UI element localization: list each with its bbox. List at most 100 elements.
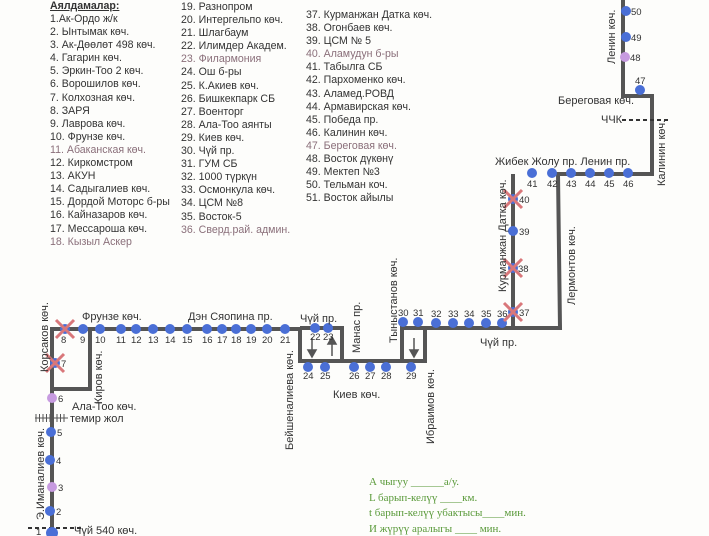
stop-number: 26 xyxy=(349,371,360,382)
stop-list-item: 43. Аламед.РОВД xyxy=(306,87,394,100)
stop-marker-31 xyxy=(413,317,423,327)
stop-number: 38 xyxy=(518,264,529,275)
stops-header: Аялдамалар: xyxy=(50,0,120,12)
stop-number: 24 xyxy=(303,371,314,382)
stop-number: 48 xyxy=(630,53,641,64)
stop-list-item: 32. 1000 түркүн xyxy=(181,171,258,184)
street-label-beregovaya: Береговая көч. xyxy=(558,95,634,107)
stop-number: 42 xyxy=(547,179,558,190)
closed-stop-cross-icon xyxy=(44,352,66,374)
stop-list-item: 15. Дордой Моторс б-ры xyxy=(50,196,170,209)
stop-marker-27 xyxy=(365,362,375,372)
stop-list-item: 8. ЗАРЯ xyxy=(50,104,90,117)
stop-marker-11 xyxy=(116,324,126,334)
stop-marker-6 xyxy=(47,393,57,403)
stop-list-item: 48. Восток дүкөнү xyxy=(306,153,394,166)
stop-number: 9 xyxy=(80,335,85,346)
stop-list-item: 34. ЦСМ №8 xyxy=(181,197,244,210)
stop-marker-5 xyxy=(46,427,56,437)
stop-marker-12 xyxy=(131,324,141,334)
stop-number: 11 xyxy=(116,335,126,346)
stop-list-item: 26. Бишкекпарк СБ xyxy=(181,92,276,105)
stop-marker-29 xyxy=(406,362,416,372)
stop-number: 41 xyxy=(527,179,538,190)
stop-list-item: 39. ЦСМ № 5 xyxy=(306,35,372,48)
stop-list-item: 13. АКУН xyxy=(50,170,96,183)
arrow-down-icon xyxy=(306,349,318,359)
route-line xyxy=(50,0,654,536)
street-label-lenin: Ленин көч. xyxy=(606,10,618,64)
stop-number: 33 xyxy=(448,309,459,320)
street-label-kurmanjan: Курманжан Датка көч. xyxy=(497,179,509,292)
stop-list-item: 28. Ала-Тоо аянты xyxy=(181,118,272,131)
stop-marker-39 xyxy=(508,226,518,236)
stop-marker-15 xyxy=(182,324,192,334)
stop-marker-24 xyxy=(303,362,313,372)
stop-number: 47 xyxy=(635,76,646,87)
stop-number: 50 xyxy=(631,7,642,18)
stops-list-column-3: 37. Курманжан Датка көч.38. Огонбаев көч… xyxy=(306,9,432,205)
stop-number: 8 xyxy=(61,335,66,346)
stop-list-item: 11. Абаканская көч. xyxy=(50,143,147,156)
stop-number: 36 xyxy=(497,309,508,320)
stop-marker-3 xyxy=(47,482,57,492)
street-label-kirov: Киров көч. xyxy=(93,351,105,404)
stop-list-item: 31. ГУМ СБ xyxy=(181,158,238,171)
stop-marker-41 xyxy=(527,168,537,178)
stop-marker-1 xyxy=(46,527,58,536)
stop-list-item: 22. Илимдер Академ. xyxy=(181,40,287,53)
stop-number: 31 xyxy=(413,308,424,319)
stop-number: 22 xyxy=(310,332,321,343)
stop-number: 23 xyxy=(323,332,334,343)
stop-number: 10 xyxy=(95,335,106,346)
time-field: t барып-келүү убактысы____мин. xyxy=(369,507,526,519)
stop-list-item: 27. Военторг xyxy=(181,105,244,118)
stop-marker-34 xyxy=(464,318,474,328)
stop-marker-21 xyxy=(280,324,290,334)
stop-number: 19 xyxy=(246,335,257,346)
street-label-chui1: Чүй пр. xyxy=(300,313,337,325)
stop-list-item: 33. Осмонкула көч. xyxy=(181,184,276,197)
stop-number: 49 xyxy=(631,33,642,44)
stop-number: 28 xyxy=(381,371,392,382)
stop-number: 6 xyxy=(58,394,63,405)
stop-list-item: 51. Восток айылы xyxy=(306,192,394,205)
stop-number: 45 xyxy=(604,179,615,190)
arrow-up-icon xyxy=(326,335,338,345)
stop-list-item: 14. Садыгалиев көч. xyxy=(50,183,151,196)
street-label-imanaliev: Э.Иманалиев көч. xyxy=(35,428,47,520)
stop-marker-48 xyxy=(620,52,630,62)
stop-number: 2 xyxy=(56,507,61,518)
closed-stop-cross-icon xyxy=(502,301,524,323)
stop-marker-28 xyxy=(381,362,391,372)
stop-number: 44 xyxy=(585,179,596,190)
stop-number: 20 xyxy=(262,335,273,346)
closed-stop-cross-icon xyxy=(502,257,524,279)
stop-marker-22 xyxy=(310,323,320,333)
interval-field: И жүрүү аралыгы ____ мин. xyxy=(369,522,502,535)
stop-list-item: 12. Киркомстром xyxy=(50,157,133,170)
stop-list-item: 19. Разнопром xyxy=(181,1,253,13)
stop-number: 27 xyxy=(365,371,376,382)
stop-marker-14 xyxy=(165,324,175,334)
stop-marker-17 xyxy=(217,324,227,334)
stop-marker-2 xyxy=(45,506,55,516)
stop-number: 14 xyxy=(165,335,176,346)
stop-marker-33 xyxy=(448,318,458,328)
stop-list-item: 16. Кайназаров көч. xyxy=(50,209,148,222)
stop-list-item: 49. Мектеп №3 xyxy=(306,166,380,179)
stop-number: 37 xyxy=(519,308,530,319)
stop-list-item: 45. Победа пр. xyxy=(306,113,379,126)
stop-list-item: 10. Фрунзе көч. xyxy=(50,130,126,143)
street-label-tynystanov: Тыныстанов көч. xyxy=(388,258,400,343)
stop-number: 25 xyxy=(320,371,331,382)
stop-list-item: 38. Огонбаев көч. xyxy=(306,22,393,35)
direction-arrows xyxy=(306,335,420,359)
street-label-frunze: Фрунзе көч. xyxy=(82,311,142,323)
stop-number: 21 xyxy=(280,335,291,346)
stop-list-item: 18. Кызыл Аскер xyxy=(50,235,132,248)
street-label-manas: Манас пр. xyxy=(351,302,363,353)
stop-number: 1 xyxy=(36,527,41,536)
